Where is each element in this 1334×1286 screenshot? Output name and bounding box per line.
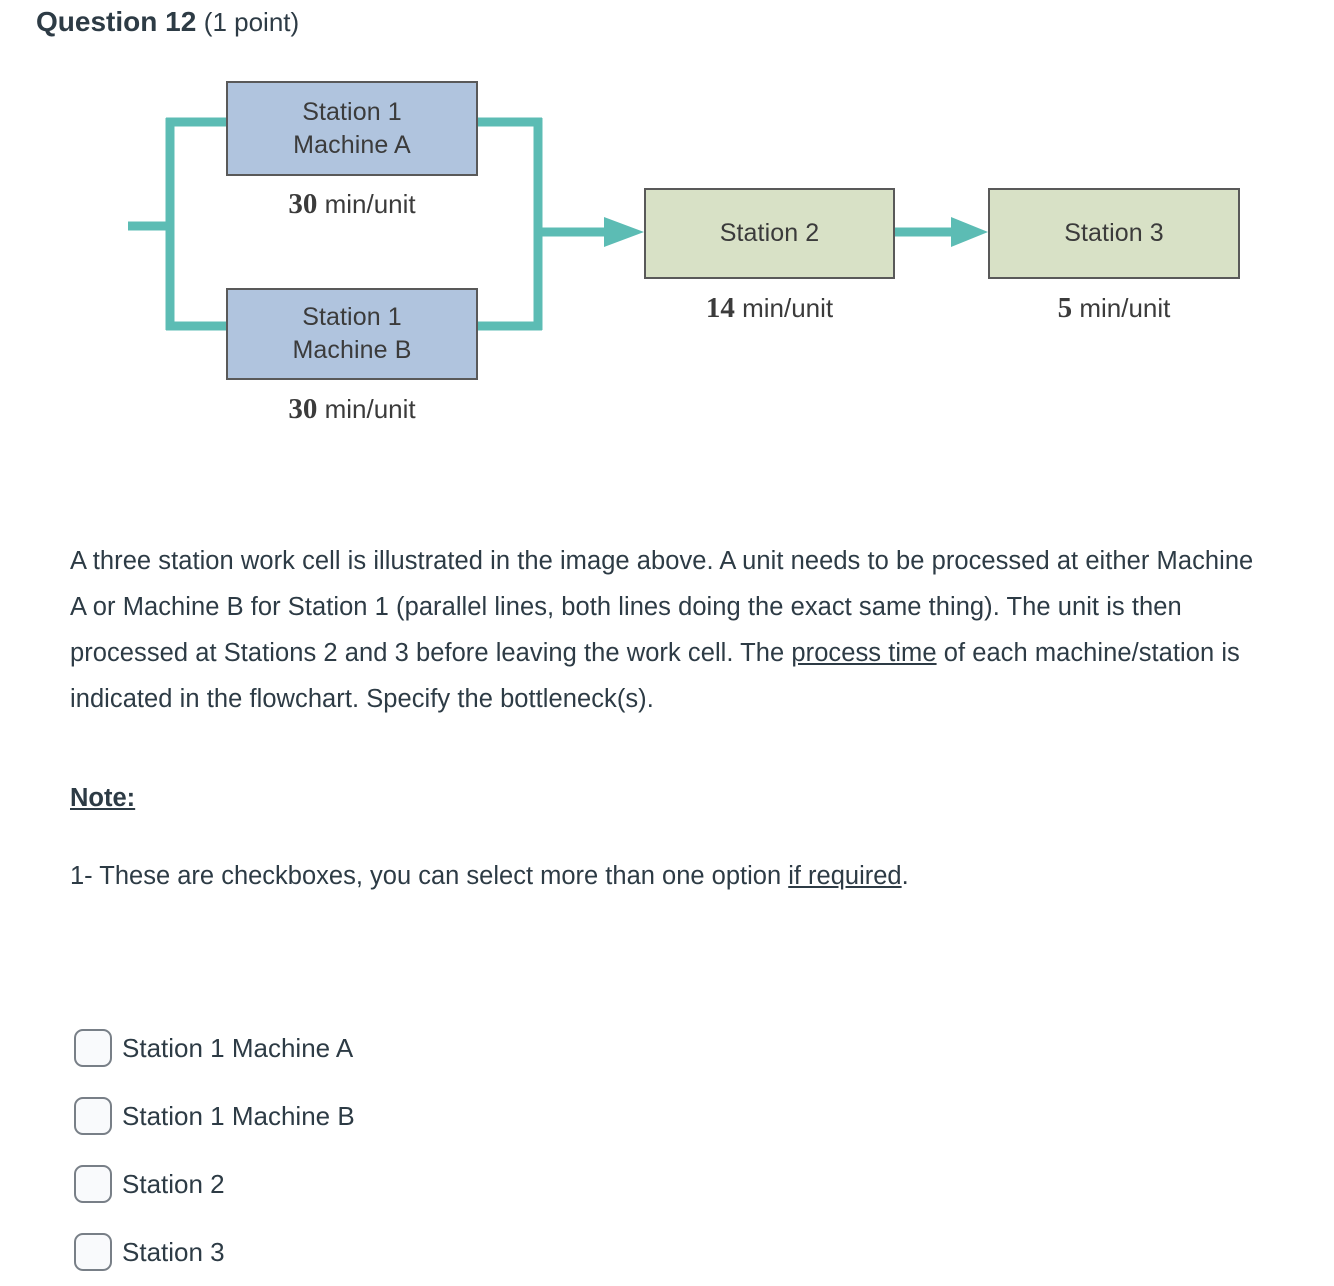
answer-option-station-3[interactable]: Station 3 <box>74 1218 774 1286</box>
note-heading: Note: <box>70 784 136 812</box>
node-station-3-label: Station 3 <box>1064 219 1164 247</box>
question-header: Question 12 (1 point) <box>36 2 299 42</box>
prompt-part-1: A three station work cell is illustrated… <box>70 546 1254 667</box>
work-cell-flowchart: Station 1 Machine A 30 min/unit Station … <box>0 60 1334 460</box>
note-item-1: 1- These are checkboxes, you can select … <box>70 856 909 896</box>
time-value-station-2: 14 <box>705 292 735 324</box>
answer-options-list: Station 1 Machine A Station 1 Machine B … <box>74 1014 774 1286</box>
note-item-1-underlined: if required <box>788 862 902 890</box>
time-unit-station-2: min/unit <box>742 293 834 323</box>
checkbox-station-3[interactable] <box>74 1233 112 1271</box>
prompt-part-2: of each machine/station is indicated in … <box>70 638 1240 713</box>
node-station-2-label: Station 2 <box>719 219 820 247</box>
node-station1-machine-b: Station 1 Machine B <box>226 288 478 380</box>
time-label-station-3: 5 min/unit <box>988 292 1240 324</box>
time-value-machine-b: 30 <box>288 393 318 425</box>
node-station1-machine-a: Station 1 Machine A <box>226 81 478 176</box>
answer-option-station-2[interactable]: Station 2 <box>74 1150 774 1218</box>
answer-label-station-2: Station 2 <box>122 1169 225 1199</box>
prompt-underlined-process-time: process time <box>791 638 937 667</box>
time-unit-machine-a: min/unit <box>324 189 416 219</box>
question-points: (1 point) <box>203 7 300 37</box>
answer-option-station1-machine-a[interactable]: Station 1 Machine A <box>74 1014 774 1082</box>
node-machine-a-line1: Station 1 <box>302 97 402 126</box>
checkbox-station-2[interactable] <box>74 1165 112 1203</box>
arrowhead-into-station3-icon <box>951 217 988 247</box>
node-machine-b-line1: Station 1 <box>302 303 402 331</box>
node-machine-a-line2: Machine A <box>293 130 411 159</box>
time-label-machine-a: 30 min/unit <box>226 188 478 220</box>
answer-label-station-3: Station 3 <box>122 1237 225 1267</box>
answer-label-station1-machine-a: Station 1 Machine A <box>122 1033 354 1063</box>
note-item-1-prefix: 1- These are checkboxes, you can select … <box>70 862 789 890</box>
checkbox-station1-machine-b[interactable] <box>74 1097 112 1135</box>
node-machine-b-line2: Machine B <box>292 336 412 364</box>
flowchart-connectors <box>128 117 988 331</box>
note-item-1-suffix: . <box>901 862 909 890</box>
time-label-station-2: 14 min/unit <box>644 292 895 324</box>
time-value-machine-a: 30 <box>288 188 318 220</box>
time-label-machine-b: 30 min/unit <box>226 393 478 425</box>
node-station-2: Station 2 <box>644 188 895 279</box>
checkbox-station1-machine-a[interactable] <box>74 1029 112 1067</box>
question-prompt-paragraph: A three station work cell is illustrated… <box>70 538 1260 722</box>
node-station-3: Station 3 <box>988 188 1240 279</box>
answer-label-station1-machine-b: Station 1 Machine B <box>122 1101 355 1131</box>
answer-option-station1-machine-b[interactable]: Station 1 Machine B <box>74 1082 774 1150</box>
arrowhead-into-station2-icon <box>604 217 644 247</box>
time-value-station-3: 5 <box>1057 292 1073 324</box>
time-unit-station-3: min/unit <box>1079 293 1171 323</box>
time-unit-machine-b: min/unit <box>324 394 416 424</box>
question-title: Question 12 <box>36 6 197 37</box>
